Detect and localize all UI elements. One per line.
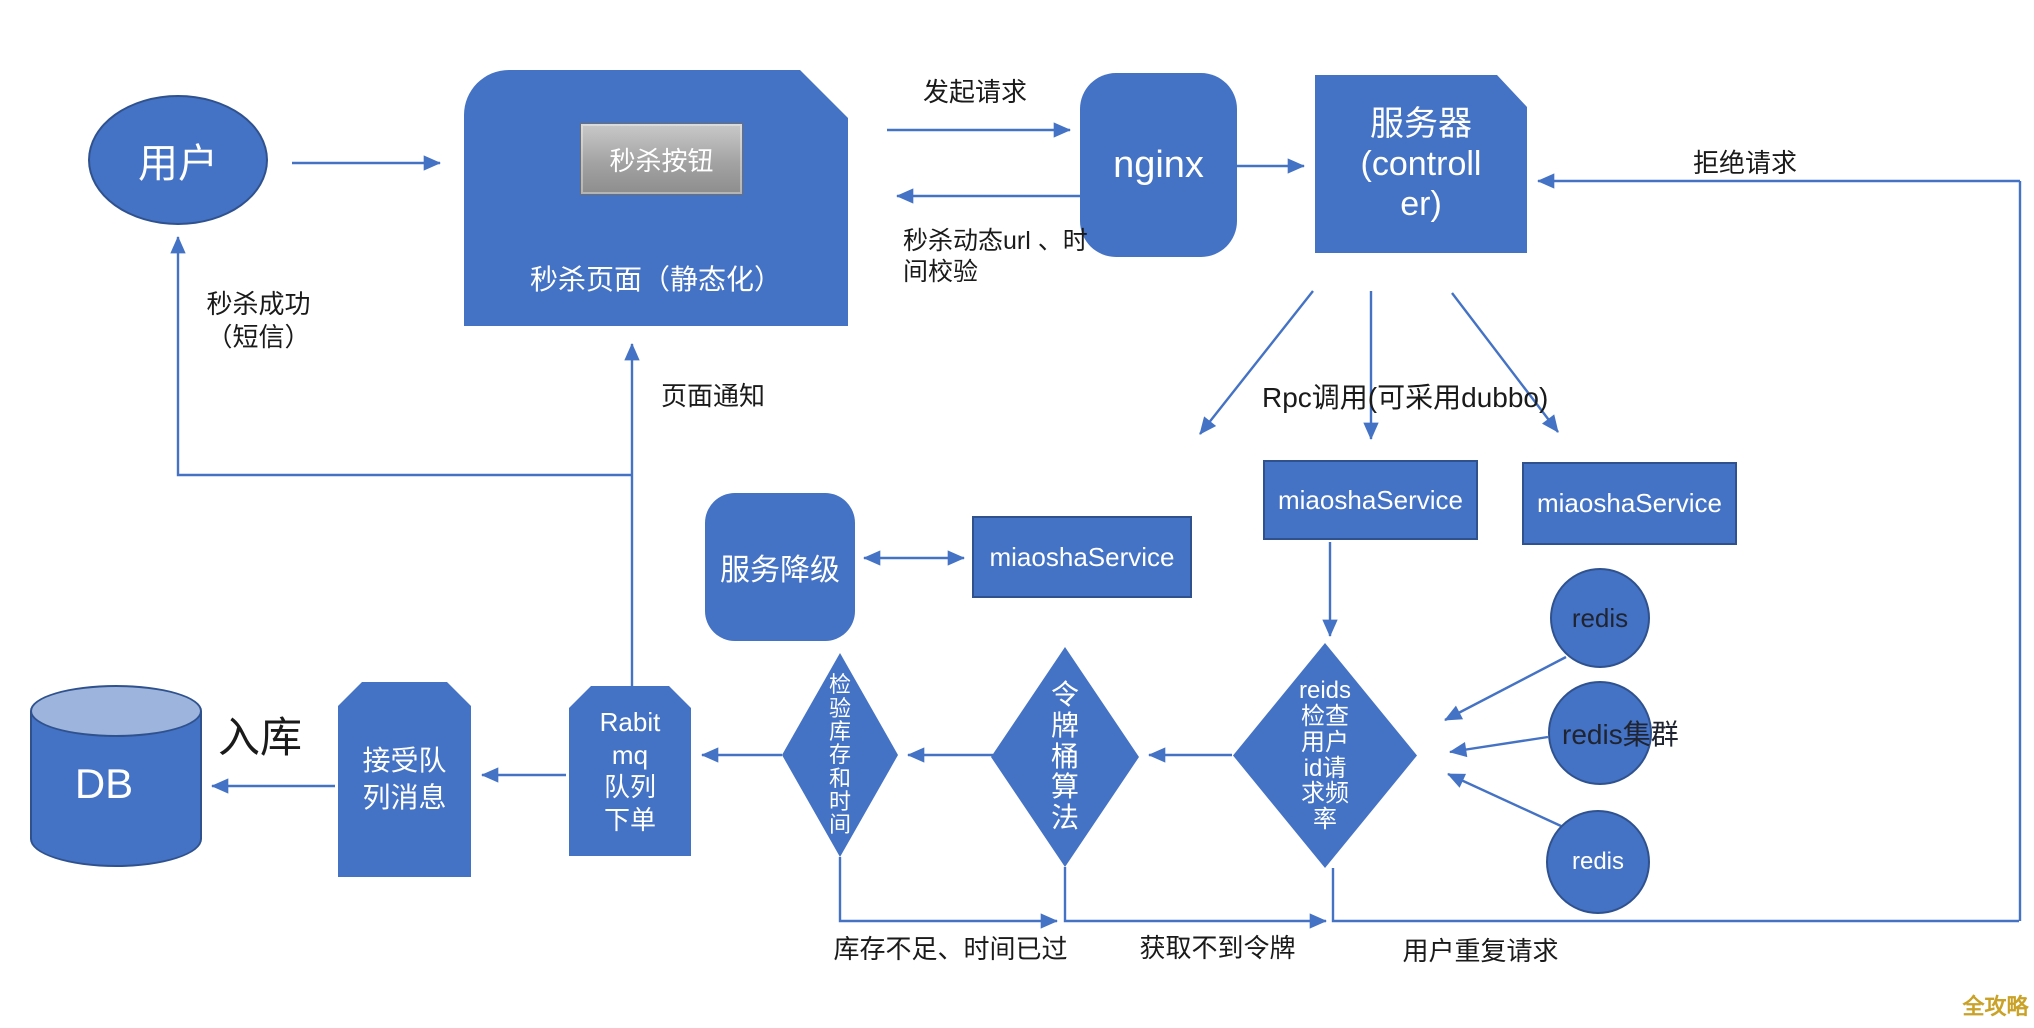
miaosha-service-node-2: miaoshaService: [1263, 460, 1478, 540]
edge-redis2-to-freq: [1447, 772, 1562, 828]
label-rpc-call: Rpc调用(可采用dubbo): [1262, 382, 1549, 413]
edge-rediscluster-to-freq: [1449, 735, 1549, 758]
label-reject-request: 拒绝请求: [1692, 148, 1797, 178]
edge-duplicate-request: [1331, 868, 2019, 923]
user-node: 用户: [88, 95, 268, 225]
label-page-notify: 页面通知: [660, 381, 765, 411]
redis-cluster-node: redis集群: [1548, 681, 1679, 785]
db-label: DB: [74, 760, 134, 807]
server-controller-node: 服务器 (controll er): [1315, 75, 1527, 253]
label-into-db: 入库: [217, 714, 302, 761]
edge-no-token: [1063, 867, 1327, 929]
db-cylinder-top: [30, 685, 202, 737]
rabbitmq-node: Rabit mq 队列 下单: [569, 686, 691, 856]
label-seckill-success: 秒杀成功 （短信）: [206, 289, 311, 352]
queue-consumer-node: 接受队 列消息: [338, 682, 471, 877]
label-initiate-request: 发起请求: [922, 77, 1027, 107]
edge-redis1-to-freq: [1444, 655, 1567, 722]
edge-branch-to-user: [170, 236, 632, 477]
edge-server-fan-left: [1199, 290, 1314, 435]
miaosha-service-node-3: miaoshaService: [1522, 462, 1737, 545]
label-stock-shortage: 库存不足、时间已过: [833, 934, 1068, 964]
watermark: 全攻略: [1962, 994, 2029, 1019]
label-no-token: 获取不到令牌: [1139, 933, 1296, 963]
edge-stock-shortage: [838, 857, 1058, 929]
service-degrade-node: 服务降级: [705, 493, 855, 641]
seckill-page-node: 秒杀页面（静态化） 秒杀按钮: [464, 70, 848, 326]
seckill-button: 秒杀按钮: [580, 123, 743, 195]
label-dynamic-url-check: 秒杀动态url 、时 间校验: [903, 227, 1088, 287]
nginx-node: nginx: [1080, 73, 1237, 257]
edge-server-fan-right: [1451, 292, 1559, 433]
label-duplicate-request: 用户重复请求: [1402, 936, 1559, 966]
db-cylinder-body: [30, 711, 202, 867]
redis-node-1: redis: [1550, 568, 1650, 668]
seckill-page-label: 秒杀页面（静态化）: [529, 264, 782, 295]
miaosha-service-node-1: miaoshaService: [972, 516, 1192, 598]
redis-node-2: redis: [1546, 810, 1650, 914]
